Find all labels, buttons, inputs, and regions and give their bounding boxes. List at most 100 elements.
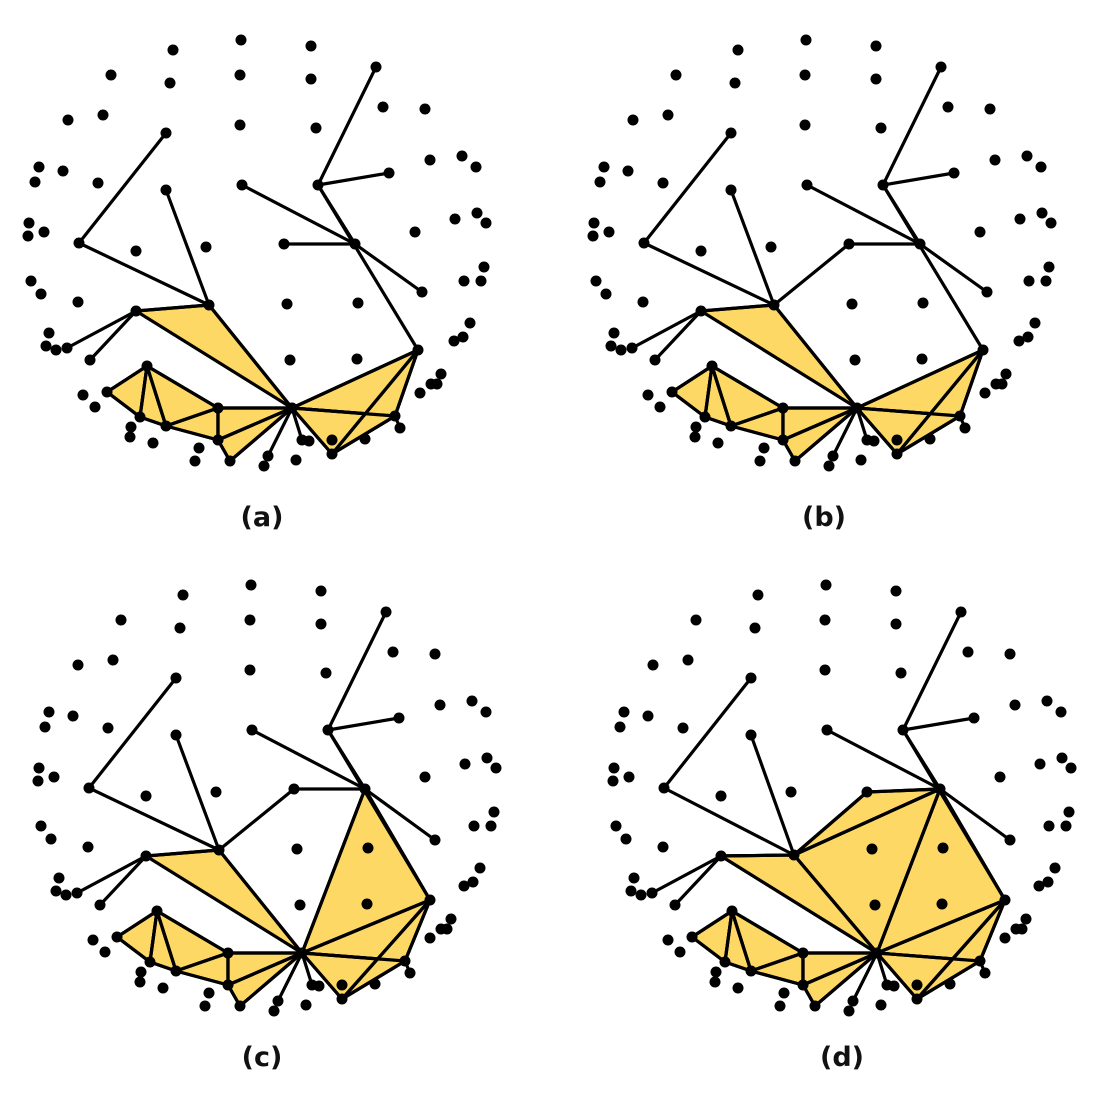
panel-c-node-r14 — [43, 706, 55, 718]
panel-a-node-B — [160, 127, 172, 139]
panel-a-node-r59 — [258, 460, 270, 472]
panel-b-node-r12 — [799, 119, 811, 131]
panel-a-node-r46 — [457, 331, 469, 343]
panel-d-node-r13 — [895, 667, 907, 679]
panel-a-node-r3 — [305, 40, 317, 52]
panel-a-node-r11 — [419, 103, 431, 115]
panel-a-node-r8 — [62, 114, 74, 126]
panel-d-edge-S-W — [875, 951, 919, 1001]
panel-c-edge-C-D — [326, 716, 401, 732]
panel-d-caption: (d) — [820, 1042, 864, 1073]
panel-b-node-r63 — [868, 435, 880, 447]
panel-b-edge-N-Q — [670, 390, 707, 419]
panel-c-node-r35 — [82, 841, 94, 853]
panel-b-node-V — [954, 410, 966, 422]
panel-d-node-r11 — [1004, 648, 1016, 660]
panel-c-node-r64 — [369, 978, 381, 990]
panel-d-node-B — [745, 672, 757, 684]
panel-c-edge-F-K — [174, 733, 221, 852]
panel-d-node-r55 — [710, 966, 722, 978]
panel-a-node-r57 — [193, 442, 205, 454]
panel-c-node-r27 — [140, 790, 152, 802]
panel-a-edge-I-J — [353, 242, 424, 294]
panel-c-nodes — [32, 579, 502, 1017]
panel-b-edge-S-W — [855, 406, 899, 456]
panel-c-node-r24 — [459, 758, 471, 770]
panel-c-edge-E-I — [250, 728, 367, 791]
panel-b-node-r23 — [587, 230, 599, 242]
panel-b-node-F — [725, 184, 737, 196]
panel-c-edge-O-Q — [148, 909, 159, 964]
panel-a-node-r22 — [38, 226, 50, 238]
panel-b-node-r9 — [662, 109, 674, 121]
panel-d-node-r22 — [623, 771, 635, 783]
panel-d-edge-M-S — [875, 898, 1007, 955]
panel-a-edge-O-T — [145, 364, 168, 428]
panel-d-node-r41 — [646, 887, 658, 899]
panel-d-node-r33 — [610, 820, 622, 832]
panel-d-edge-E-I — [825, 728, 942, 791]
panel-c-node-W — [336, 993, 348, 1005]
panel-d-edge-K-S — [792, 853, 879, 955]
panel-b-node-B — [725, 127, 737, 139]
panel-b-node-r48 — [1000, 368, 1012, 380]
panel-b-edge-N-O — [670, 364, 714, 394]
panel-a-node-V — [389, 410, 401, 422]
panel-d-node-F — [745, 729, 757, 741]
panel-b-node-r40 — [615, 344, 627, 356]
panel-b-node-r34 — [600, 288, 612, 300]
panel-b-edge-F-K — [729, 188, 776, 307]
panel-c-edge-H-K — [217, 787, 296, 852]
panel-d-node-r37 — [937, 842, 949, 854]
panel-c-edge-K-S — [217, 848, 304, 955]
panel-b-node-r58 — [754, 455, 766, 467]
panel-b-edge-B-G — [642, 131, 733, 245]
panel-b-node-r38 — [608, 327, 620, 339]
panel-c-node-r38 — [53, 872, 65, 884]
panel-d-node-r20 — [1055, 706, 1067, 718]
panel-b-node-r50 — [979, 387, 991, 399]
panel-c-node-K — [213, 844, 225, 856]
panel-b-node-W — [891, 448, 903, 460]
panel-a: (a) — [22, 34, 492, 533]
panel-b-node-r18 — [989, 154, 1001, 166]
panel-c-node-r11 — [429, 648, 441, 660]
panel-a-node-Q — [134, 411, 146, 423]
panel-b-node-r42 — [649, 354, 661, 366]
panel-d-node-r58 — [774, 1000, 786, 1012]
panel-a-node-F — [160, 184, 172, 196]
panel-a-edge-K-L — [134, 303, 211, 313]
panel-a-node-r27 — [130, 245, 142, 257]
panel-c-node-Y — [404, 967, 416, 979]
panel-d-node-r12 — [819, 664, 831, 676]
panel-d-edge-I-K — [792, 787, 942, 857]
panel-d-edge-C-D — [901, 716, 976, 732]
panel-b-node-r41 — [626, 342, 638, 354]
panel-b-node-r44 — [916, 353, 928, 365]
panel-b-edge-T-U — [729, 424, 785, 442]
panel-a-edge-O-Q — [138, 364, 149, 419]
panel-b-node-r6 — [799, 69, 811, 81]
panel-c-edge-K-L — [144, 848, 221, 858]
panel-d-node-D — [897, 724, 909, 736]
panel-d-node-T — [745, 965, 757, 977]
panel-c-node-C — [393, 712, 405, 724]
panel-b-node-r61 — [855, 454, 867, 466]
panel-c-edge-S-X — [238, 951, 304, 1008]
panel-d-edge-K-L — [719, 853, 796, 858]
panel-c-edge-S-r60 — [276, 951, 304, 1003]
panel-c-edge-S-r62 — [300, 951, 314, 987]
panel-b-node-r3 — [870, 40, 882, 52]
panel-c-node-r39 — [50, 885, 62, 897]
panel-a-node-R — [212, 402, 224, 414]
panel-a-node-r14 — [33, 161, 45, 173]
panel-c-node-r57 — [203, 987, 215, 999]
panel-d-node-r29 — [994, 771, 1006, 783]
panel-a-caption: (a) — [241, 502, 284, 533]
panel-d-node-r63 — [888, 980, 900, 992]
panel-c-node-r3 — [315, 585, 327, 597]
panel-b-node-I — [914, 238, 926, 250]
panel-c-node-r8 — [72, 659, 84, 671]
panel-a-edge-A-D — [316, 65, 378, 187]
panel-a-node-r38 — [43, 327, 55, 339]
